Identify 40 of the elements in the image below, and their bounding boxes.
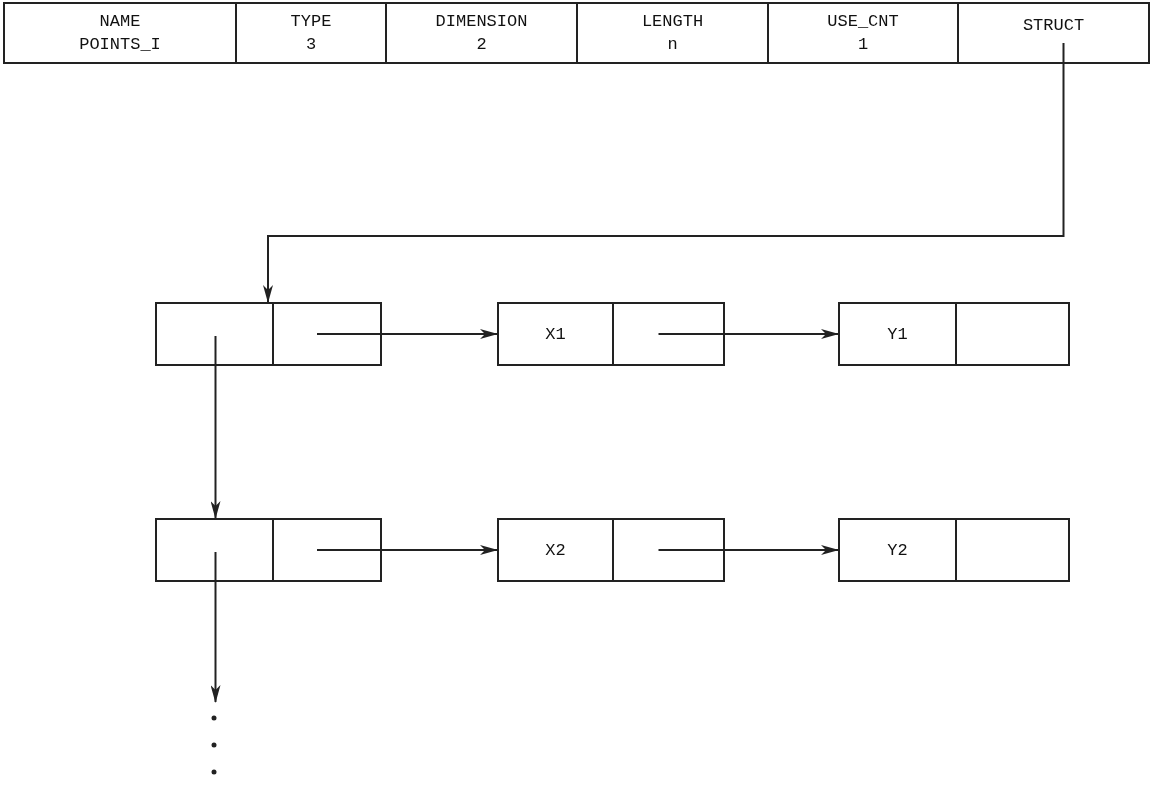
empty-list-cell xyxy=(612,302,725,366)
arrow xyxy=(210,335,221,519)
field-name: USE_CNT xyxy=(827,12,899,31)
record-field xyxy=(385,2,578,64)
cell-value: X2 xyxy=(545,540,566,560)
cell-value: Y2 xyxy=(887,540,908,560)
list-cell xyxy=(838,302,957,366)
empty-list-cell xyxy=(955,518,1070,582)
arrow xyxy=(316,545,498,555)
cell-value: X1 xyxy=(545,324,566,344)
cell-value: Y1 xyxy=(887,324,908,344)
field-value: 2 xyxy=(476,35,487,54)
arrow xyxy=(316,329,498,339)
empty-list-cell xyxy=(155,302,274,366)
field-value: 1 xyxy=(857,35,869,54)
list-cell xyxy=(497,302,614,366)
empty-list-cell xyxy=(155,518,274,582)
empty-list-cell xyxy=(272,302,382,366)
empty-list-cell xyxy=(272,518,382,582)
field-name: TYPE xyxy=(290,12,332,31)
field-name: NAME xyxy=(99,12,141,31)
field-value: 3 xyxy=(305,35,317,54)
record-field xyxy=(957,2,1150,64)
record-field xyxy=(3,2,237,64)
record-field xyxy=(235,2,387,64)
field-value: n xyxy=(667,35,678,54)
arrow xyxy=(210,551,221,703)
field-name: DIMENSION xyxy=(435,12,528,31)
list-cell xyxy=(838,518,957,582)
field-name: LENGTH xyxy=(641,12,704,31)
field-name: STRUCT xyxy=(1022,15,1085,35)
field-value: POINTS_I xyxy=(79,35,161,54)
record-field xyxy=(767,2,959,64)
arrow xyxy=(263,42,1065,303)
record-field xyxy=(576,2,769,64)
empty-list-cell xyxy=(612,518,725,582)
arrow xyxy=(657,329,839,339)
arrow xyxy=(657,545,839,555)
list-cell xyxy=(497,518,614,582)
empty-list-cell xyxy=(955,302,1070,366)
